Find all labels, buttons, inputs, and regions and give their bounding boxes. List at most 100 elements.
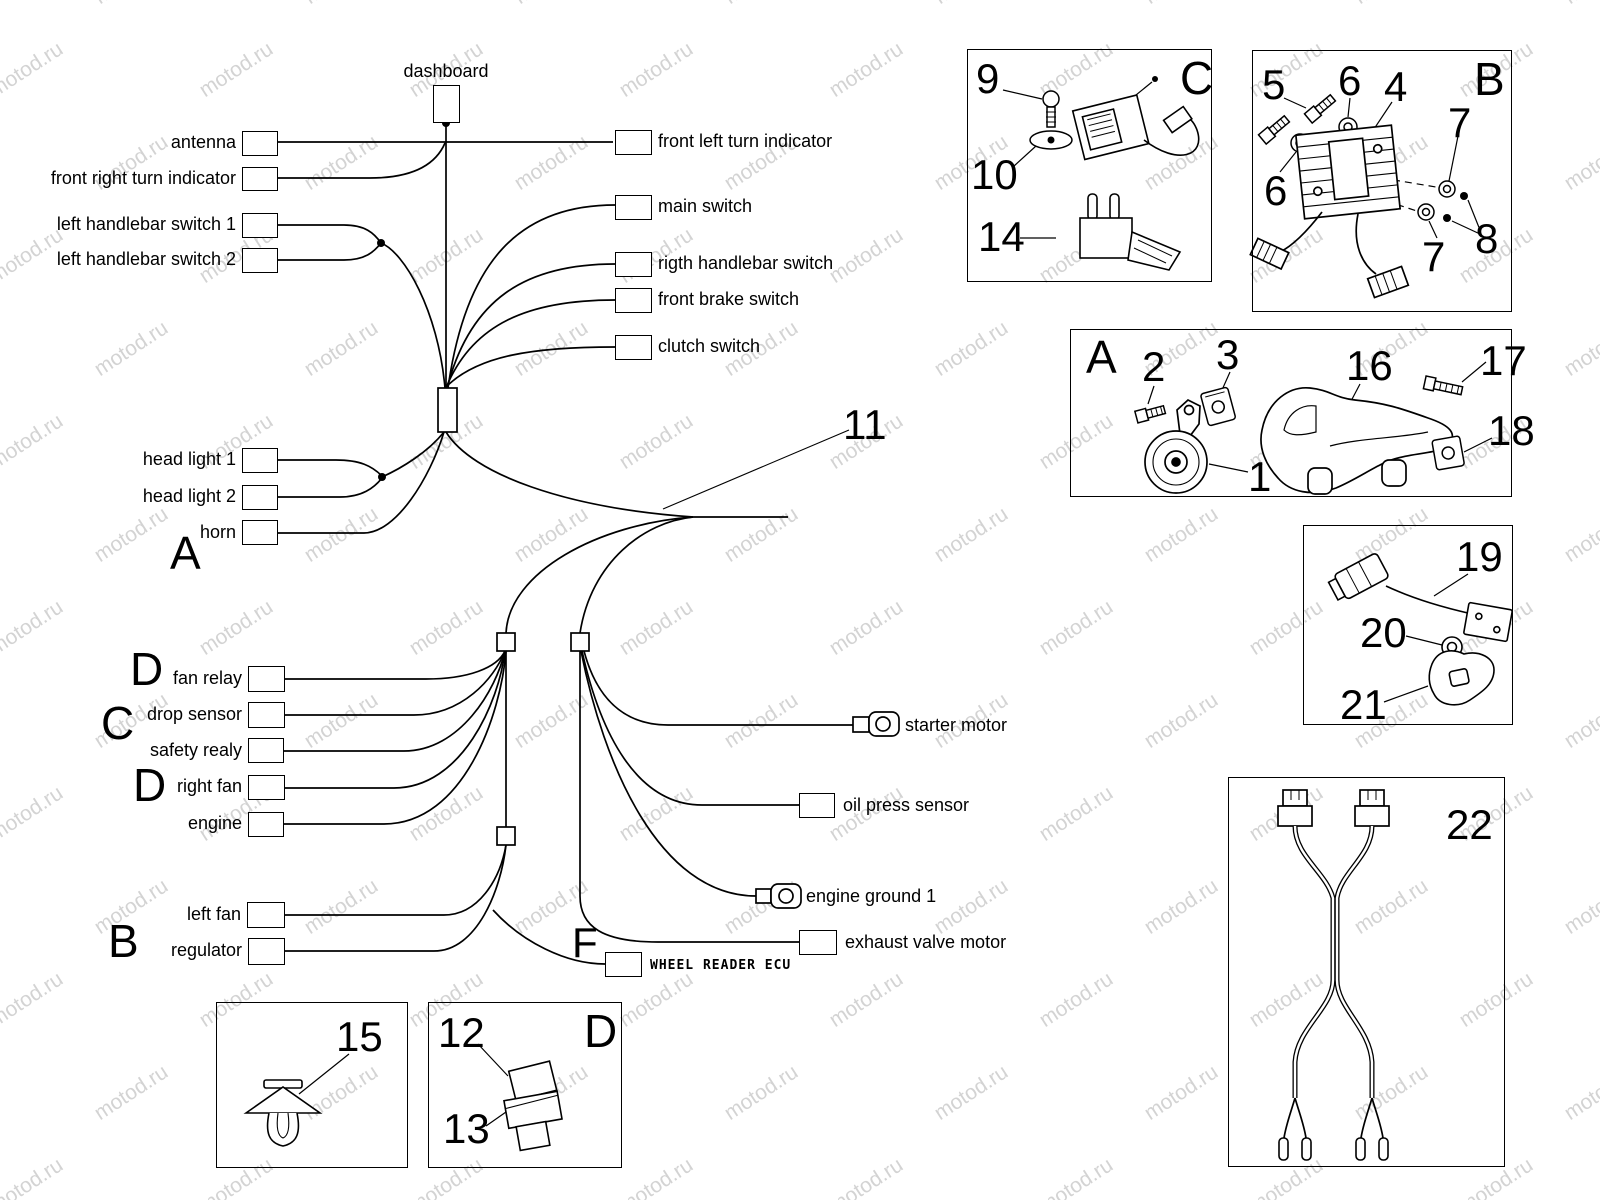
horn-label: horn xyxy=(199,522,236,542)
front-right-turn-label: front right turn indicator xyxy=(50,168,236,188)
dashboard-label: dashboard xyxy=(403,61,489,81)
head-light-2-connector xyxy=(242,485,278,510)
front-brake-connector xyxy=(615,288,652,313)
rubber-boot-icon xyxy=(1428,650,1495,706)
starter-motor-label: starter motor xyxy=(905,715,1008,735)
relay-icon xyxy=(503,1060,563,1152)
ref-11: 11 xyxy=(843,401,887,448)
ref-6b: 6 xyxy=(1264,167,1288,214)
panel-clip-frame xyxy=(216,1002,408,1168)
wire-starter xyxy=(583,650,853,726)
section-d1: D xyxy=(130,643,164,695)
ref-6a: 6 xyxy=(1338,57,1362,104)
drop-sensor-connector xyxy=(248,702,285,728)
ref-16: 16 xyxy=(1346,342,1393,389)
ref-21: 21 xyxy=(1340,681,1387,728)
ref-19: 19 xyxy=(1456,533,1503,580)
engine-ground-label: engine ground 1 xyxy=(806,886,937,906)
fuse-icon xyxy=(1079,193,1182,271)
junction-blocks xyxy=(437,387,590,846)
oil-press-label: oil press sensor xyxy=(843,795,970,815)
right-handlebar-label: rigth handlebar switch xyxy=(658,253,834,273)
wire-right-handlebar xyxy=(446,263,616,389)
right-handlebar-connector xyxy=(615,252,652,277)
ref-3: 3 xyxy=(1216,331,1240,378)
wire-safety-relay xyxy=(284,650,506,752)
drop-sensor-label: drop sensor xyxy=(146,704,242,724)
main-switch-label: main switch xyxy=(658,196,753,216)
safety-relay-label: safety realy xyxy=(149,740,242,760)
ref-4: 4 xyxy=(1384,63,1408,110)
section-d2: D xyxy=(133,759,167,811)
ref-14: 14 xyxy=(978,213,1025,260)
wire-exhaust-valve xyxy=(579,651,799,943)
wire-headlight-merge xyxy=(381,431,445,478)
panel-b-leaders xyxy=(1279,97,1481,239)
left-switch-1-label: left handlebar switch 1 xyxy=(56,214,236,234)
wire-engine xyxy=(284,650,507,825)
panel-a-frame xyxy=(1070,329,1512,497)
exhaust-valve-label: exhaust valve motor xyxy=(845,932,1007,952)
front-right-turn-connector xyxy=(242,167,278,191)
horn-connector xyxy=(242,520,278,545)
clutch-label: clutch switch xyxy=(658,336,761,356)
safety-relay-connector xyxy=(248,738,284,763)
wire-horn xyxy=(278,431,445,534)
panel-a-letter: A xyxy=(1086,331,1117,383)
panel-c-letter: C xyxy=(1180,52,1214,104)
pin-dot-icon xyxy=(1443,192,1468,222)
right-fan-connector xyxy=(248,775,285,800)
ref-22: 22 xyxy=(1446,801,1493,848)
panel-relay-leaders xyxy=(477,1043,509,1127)
bracket-icon xyxy=(1260,387,1454,495)
wire-front-brake xyxy=(445,299,616,389)
wire-headlight-1 xyxy=(278,459,383,477)
antenna-connector xyxy=(242,131,278,156)
dashboard-connector xyxy=(433,85,460,123)
bolt-icon xyxy=(1257,93,1337,146)
bullet-terminal-icon xyxy=(1278,1137,1389,1161)
ref-15: 15 xyxy=(336,1013,383,1060)
speed-sensor-icon xyxy=(1327,553,1513,643)
oil-press-connector xyxy=(799,793,835,818)
front-left-turn-connector xyxy=(615,130,652,155)
horn-icon xyxy=(1144,398,1208,494)
leader-11 xyxy=(662,429,850,510)
panel-sensor-frame xyxy=(1303,525,1513,725)
wire-left-fan xyxy=(285,844,507,916)
wire-oil-press xyxy=(581,650,799,806)
wire-trunk-sweep xyxy=(445,431,694,518)
wire-right-fan xyxy=(285,650,506,789)
section-b: B xyxy=(108,915,139,967)
harness-connector-icon xyxy=(1277,789,1390,827)
ref-18: 18 xyxy=(1488,407,1535,454)
ref-8: 8 xyxy=(1475,215,1499,262)
wire-junction-left-up xyxy=(505,516,694,634)
regulator-label: regulator xyxy=(170,940,242,960)
left-switch-2-label: left handlebar switch 2 xyxy=(56,249,236,269)
fan-relay-connector xyxy=(248,666,285,692)
panel-a-leaders xyxy=(1147,361,1493,473)
bolt-icon xyxy=(1133,404,1167,424)
nut-icon xyxy=(1417,180,1456,221)
section-c: C xyxy=(101,697,135,749)
ref-7a: 7 xyxy=(1448,99,1472,146)
panel-harness-frame xyxy=(1228,777,1505,1167)
wire-fan-relay xyxy=(285,650,506,680)
wire-left-switch-merge xyxy=(380,242,446,389)
panel-b-frame xyxy=(1252,50,1512,312)
ref-1: 1 xyxy=(1248,453,1272,500)
engine-connector xyxy=(248,812,284,837)
harness-wires xyxy=(1283,825,1384,1139)
cdi-unit-icon xyxy=(1071,76,1200,161)
ref-9: 9 xyxy=(976,55,1000,102)
ref-13: 13 xyxy=(443,1105,490,1152)
panel-sensor-leaders xyxy=(1383,573,1469,703)
left-switch-2-connector xyxy=(242,248,278,273)
ecu-label: WHEEL READER ECU xyxy=(650,958,792,973)
ref-20: 20 xyxy=(1360,609,1407,656)
wire-engine-ground xyxy=(580,650,757,897)
washer-icon xyxy=(1029,130,1073,150)
wire-front-right-turn xyxy=(278,142,446,179)
